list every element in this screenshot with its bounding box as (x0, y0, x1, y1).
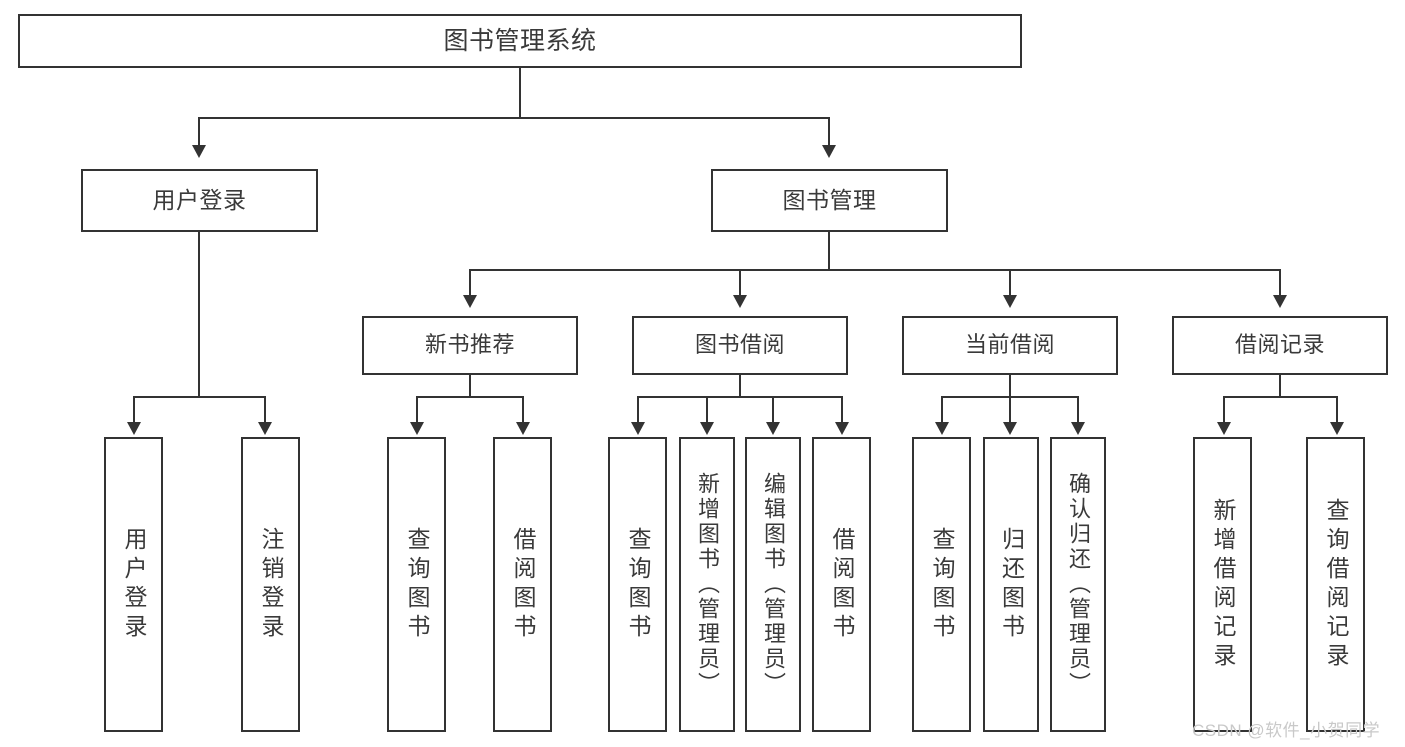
connector-root-to-login (198, 117, 200, 147)
node-root-system[interactable]: 图书管理系统 (18, 14, 1022, 68)
leaf-user-login[interactable]: 用户登录 (104, 437, 163, 732)
leaf-curborrow-return-book[interactable]: 归还图书 (983, 437, 1039, 732)
leaf-newbook-borrow-book[interactable]: 借阅图书 (493, 437, 552, 732)
connector-bookmgmt-drop-1 (469, 269, 471, 297)
leaf-curborrow-query-book[interactable]: 查询图书 (912, 437, 971, 732)
node-label: 查询图书 (929, 526, 955, 643)
arrowhead-bookborrow-leaf-3 (766, 422, 780, 435)
node-label: 查询借阅记录 (1323, 497, 1349, 672)
leaf-curborrow-confirm-return-admin[interactable]: 确认归还（管理员） (1050, 437, 1106, 732)
connector-curborrow-drop-1 (941, 396, 943, 424)
node-label: 编辑图书（管理员） (761, 472, 786, 697)
connector-bookmgmt-stem (828, 232, 830, 270)
arrowhead-curborrow-leaf-2 (1003, 422, 1017, 435)
leaf-bookborrow-add-book-admin[interactable]: 新增图书（管理员） (679, 437, 735, 732)
arrowhead-login-leaf-2 (258, 422, 272, 435)
node-label: 查询图书 (625, 526, 651, 643)
connector-root-bus (198, 117, 830, 119)
connector-bookborrow-stem (739, 375, 741, 397)
node-label: 图书管理 (782, 186, 877, 213)
connector-root-to-bookmgmt (828, 117, 830, 147)
leaf-borrowrec-add-record[interactable]: 新增借阅记录 (1193, 437, 1252, 732)
node-label: 注销登录 (258, 526, 284, 643)
connector-bookborrow-drop-2 (706, 396, 708, 424)
arrowhead-root-to-bookmgmt (822, 145, 836, 158)
node-label: 归还图书 (998, 526, 1025, 643)
node-label: 新增借阅记录 (1210, 497, 1236, 672)
node-label: 借阅图书 (829, 526, 855, 643)
node-user-login[interactable]: 用户登录 (81, 169, 318, 232)
arrowhead-bookborrow-leaf-4 (835, 422, 849, 435)
leaf-bookborrow-query-book[interactable]: 查询图书 (608, 437, 667, 732)
leaf-bookborrow-edit-book-admin[interactable]: 编辑图书（管理员） (745, 437, 801, 732)
node-new-book-recommend[interactable]: 新书推荐 (362, 316, 578, 375)
connector-newbook-drop-2 (522, 396, 524, 424)
connector-login-drop-2 (264, 396, 266, 424)
connector-login-bus (133, 396, 265, 398)
connector-borrowrec-bus (1223, 396, 1337, 398)
node-label: 图书管理系统 (443, 27, 597, 55)
connector-root-stem (519, 68, 521, 118)
connector-login-drop-1 (133, 396, 135, 424)
node-label: 用户登录 (121, 526, 147, 643)
arrowhead-curborrow-leaf-1 (935, 422, 949, 435)
arrowhead-root-to-login (192, 145, 206, 158)
connector-borrowrec-stem (1279, 375, 1281, 397)
arrowhead-newbook-leaf-2 (516, 422, 530, 435)
arrowhead-newbook-leaf-1 (410, 422, 424, 435)
node-label: 查询图书 (404, 526, 430, 643)
leaf-logout[interactable]: 注销登录 (241, 437, 300, 732)
connector-newbook-stem (469, 375, 471, 397)
node-label: 新书推荐 (424, 332, 515, 358)
connector-curborrow-drop-3 (1077, 396, 1079, 424)
node-label: 用户登录 (152, 186, 247, 213)
connector-bookmgmt-bus (469, 269, 1281, 271)
connector-bookborrow-drop-1 (637, 396, 639, 424)
connector-bookborrow-drop-4 (841, 396, 843, 424)
arrowhead-curborrow-leaf-3 (1071, 422, 1085, 435)
arrowhead-lvl3-2 (733, 295, 747, 308)
connector-bookborrow-drop-3 (772, 396, 774, 424)
arrowhead-borrowrec-leaf-2 (1330, 422, 1344, 435)
arrowhead-borrowrec-leaf-1 (1217, 422, 1231, 435)
connector-bookmgmt-drop-4 (1279, 269, 1281, 297)
node-label: 借阅图书 (510, 526, 536, 643)
arrowhead-bookborrow-leaf-1 (631, 422, 645, 435)
connector-borrowrec-drop-1 (1223, 396, 1225, 424)
leaf-bookborrow-borrow-book[interactable]: 借阅图书 (812, 437, 871, 732)
arrowhead-login-leaf-1 (127, 422, 141, 435)
node-label: 图书借阅 (694, 332, 785, 358)
arrowhead-bookborrow-leaf-2 (700, 422, 714, 435)
connector-curborrow-stem (1009, 375, 1011, 397)
arrowhead-lvl3-3 (1003, 295, 1017, 308)
node-label: 确认归还（管理员） (1066, 472, 1091, 697)
leaf-borrowrec-query-record[interactable]: 查询借阅记录 (1306, 437, 1365, 732)
node-label: 新增图书（管理员） (695, 472, 720, 697)
leaf-newbook-query-book[interactable]: 查询图书 (387, 437, 446, 732)
node-book-borrow[interactable]: 图书借阅 (632, 316, 848, 375)
connector-borrowrec-drop-2 (1336, 396, 1338, 424)
connector-bookmgmt-drop-3 (1009, 269, 1011, 297)
connector-newbook-bus (416, 396, 523, 398)
node-book-management[interactable]: 图书管理 (711, 169, 948, 232)
node-current-borrow[interactable]: 当前借阅 (902, 316, 1118, 375)
node-borrow-record[interactable]: 借阅记录 (1172, 316, 1388, 375)
connector-bookborrow-bus (637, 396, 842, 398)
connector-login-stem (198, 232, 200, 397)
connector-curborrow-drop-2 (1009, 396, 1011, 424)
node-label: 借阅记录 (1234, 332, 1325, 358)
connector-newbook-drop-1 (416, 396, 418, 424)
node-label: 当前借阅 (964, 332, 1055, 358)
arrowhead-lvl3-1 (463, 295, 477, 308)
arrowhead-lvl3-4 (1273, 295, 1287, 308)
connector-bookmgmt-drop-2 (739, 269, 741, 297)
